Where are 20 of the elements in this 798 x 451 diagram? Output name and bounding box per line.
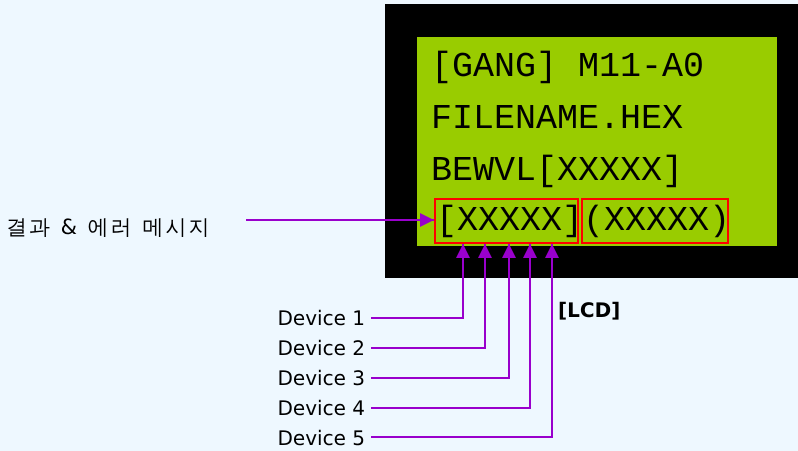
- highlight-box: (XXXXX): [581, 198, 729, 244]
- arrow: [371, 244, 492, 349]
- arrow: [371, 244, 537, 409]
- callout-text: Device 3: [240, 363, 365, 393]
- callout-text: Device 5: [240, 423, 365, 451]
- lcd-frame: [385, 4, 798, 278]
- callout-text: Device 2: [240, 333, 365, 363]
- arrow: [371, 244, 516, 379]
- arrow: [371, 244, 559, 438]
- arrow: [246, 213, 434, 227]
- callout-text: Device 4: [240, 393, 365, 423]
- lcd-screen: [417, 37, 777, 246]
- highlight-box: [XXXXX]: [434, 198, 579, 244]
- lcd-text: BEWVL[XXXXX]: [431, 150, 684, 193]
- callout-text: Device 1: [240, 303, 365, 333]
- arrow: [371, 244, 470, 319]
- node-label: [LCD]: [558, 298, 620, 322]
- lcd-text: [GANG] M11-A0: [431, 46, 706, 89]
- lcd-text: FILENAME.HEX: [431, 98, 684, 141]
- callout-text: 결과 & 에러 메시지: [6, 210, 240, 244]
